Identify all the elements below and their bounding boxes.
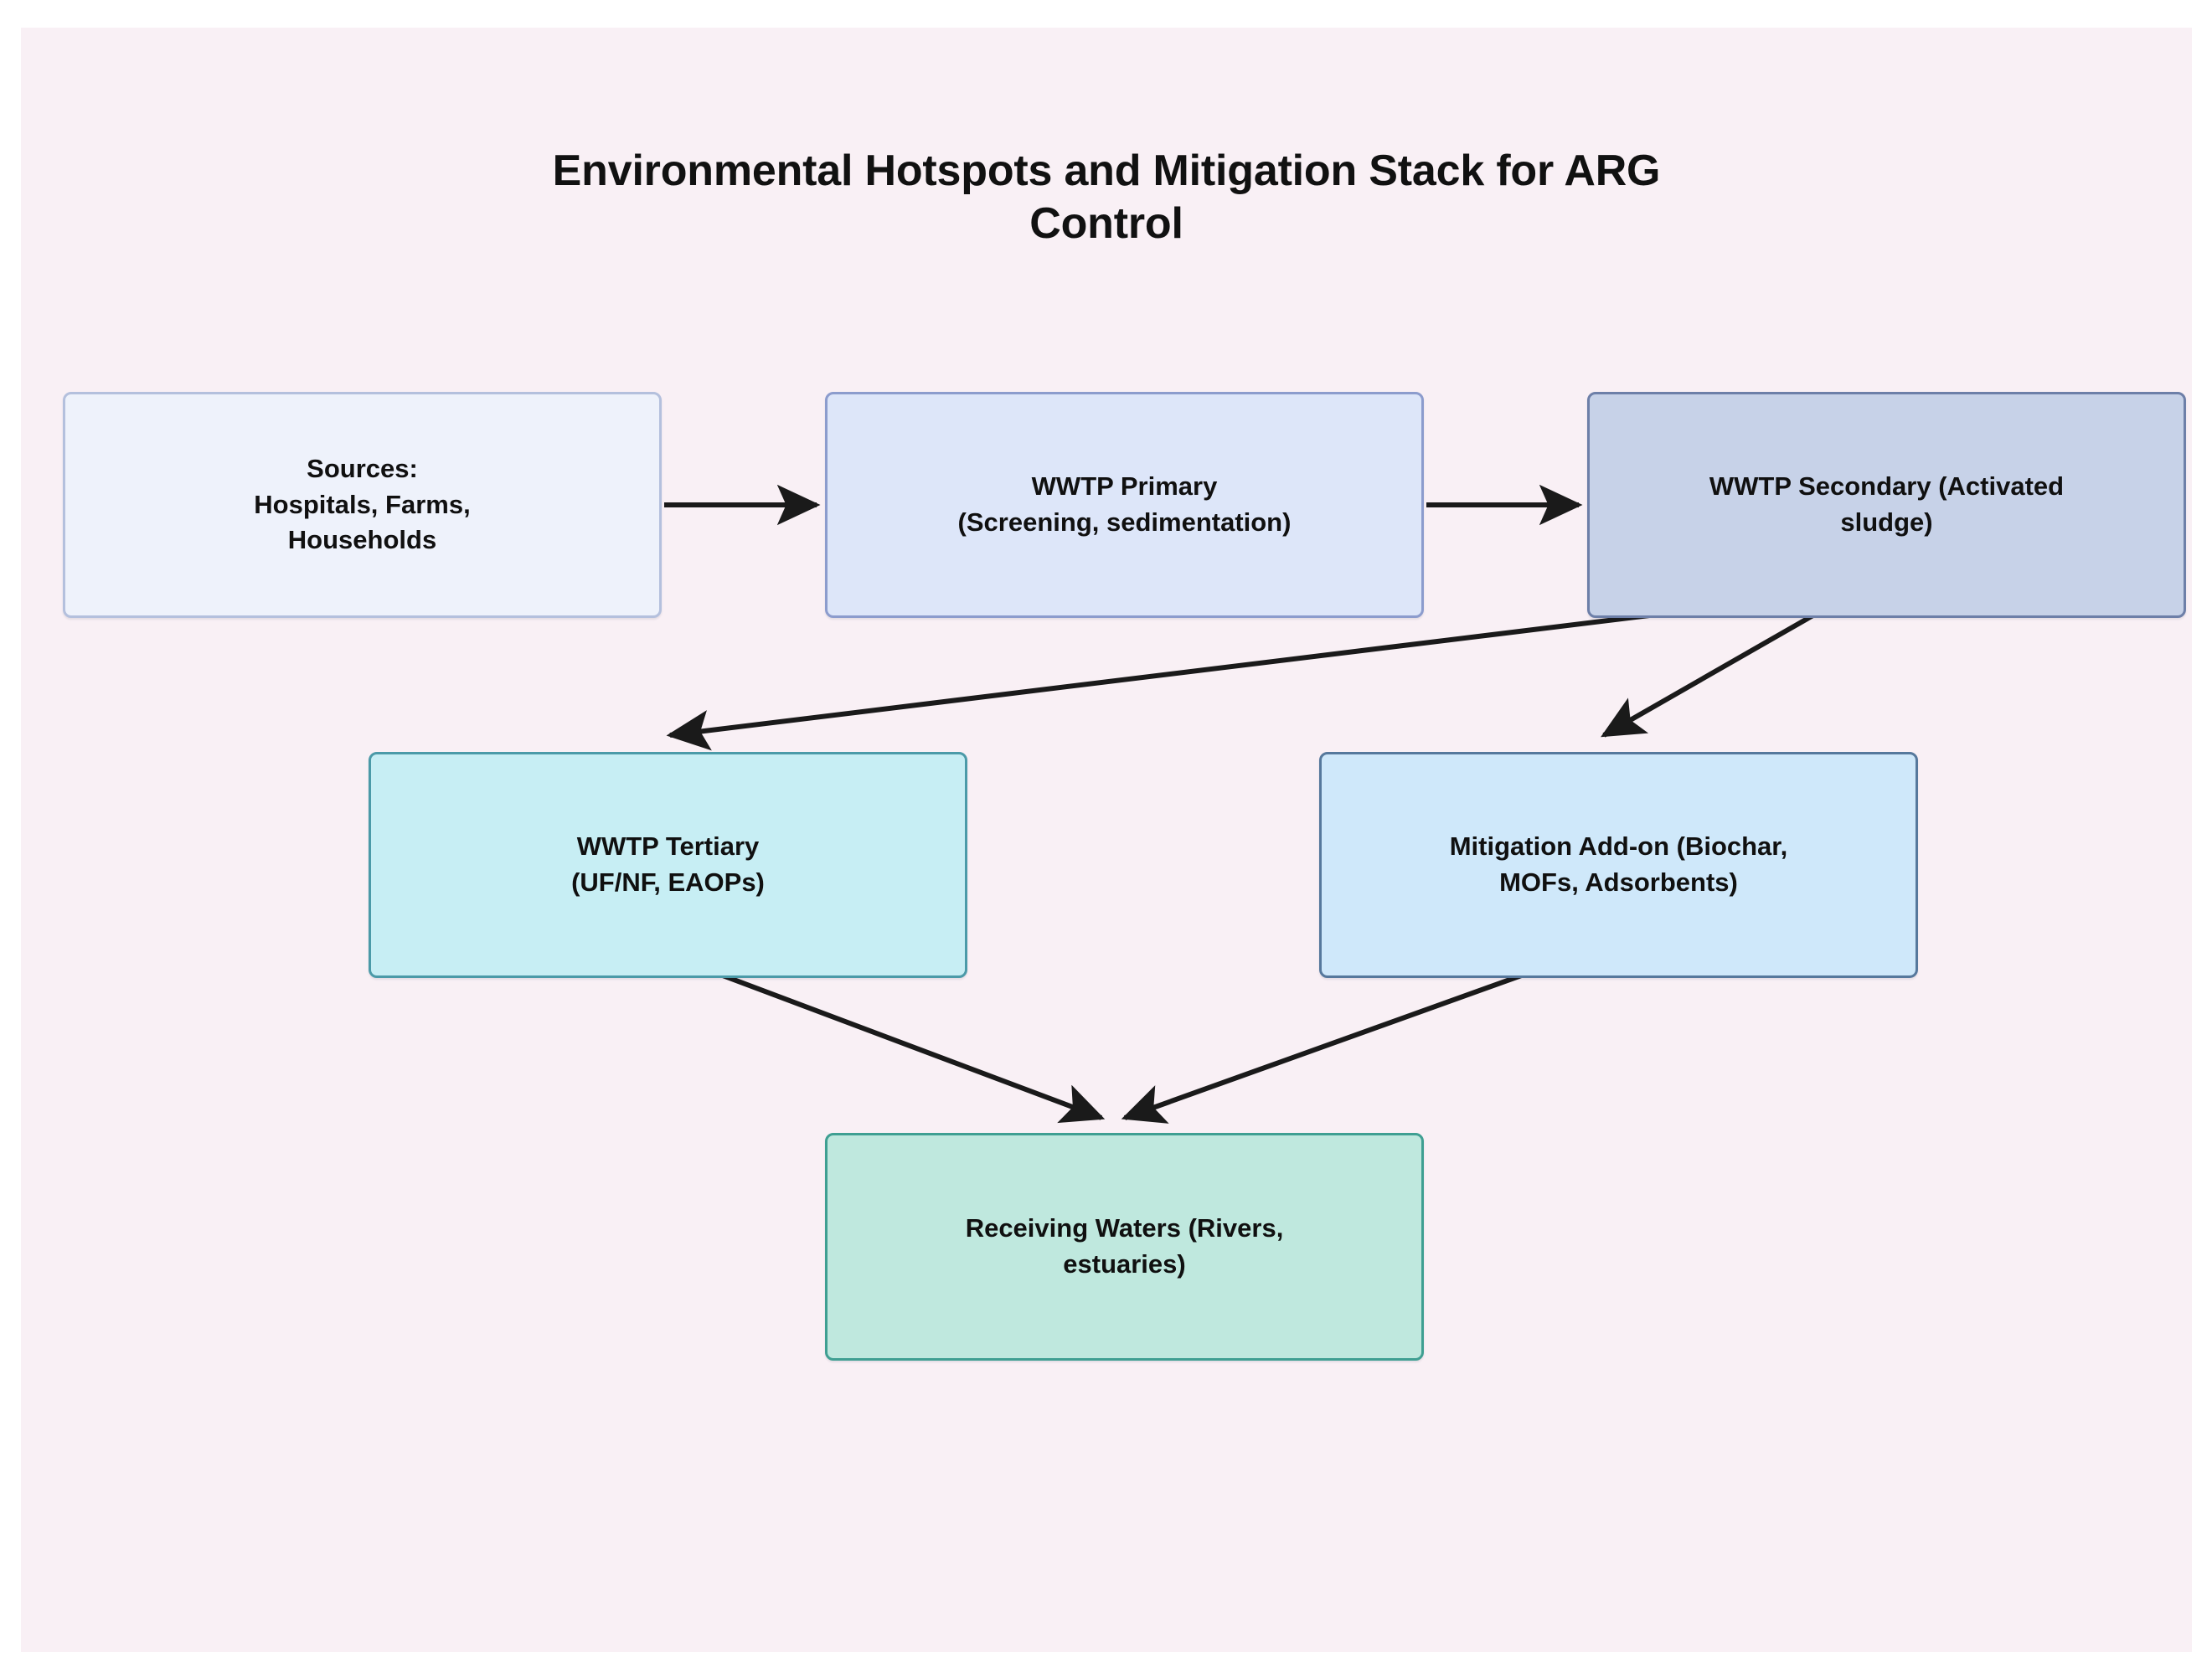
node-receiving-waters-label: Receiving Waters (Rivers, estuaries) <box>965 1213 1284 1279</box>
node-wwtp-primary-label: WWTP Primary (Screening, sedimentation) <box>957 471 1292 537</box>
node-wwtp-secondary[interactable]: WWTP Secondary (Activated sludge) <box>1587 392 2186 618</box>
node-wwtp-secondary-label: WWTP Secondary (Activated sludge) <box>1709 471 2065 537</box>
node-wwtp-primary[interactable]: WWTP Primary (Screening, sedimentation) <box>825 392 1424 618</box>
page-title: Environmental Hotspots and Mitigation St… <box>21 145 2192 251</box>
title-line-2: Control <box>1029 199 1183 249</box>
diagram-canvas: Environmental Hotspots and Mitigation St… <box>21 28 2192 1652</box>
node-sources[interactable]: Sources: Hospitals, Farms, Households <box>63 392 662 618</box>
node-sources-label: Sources: Hospitals, Farms, Households <box>254 453 471 555</box>
node-wwtp-tertiary[interactable]: WWTP Tertiary (UF/NF, EAOPs) <box>369 752 967 978</box>
node-mitigation-addon[interactable]: Mitigation Add-on (Biochar, MOFs, Adsorb… <box>1319 752 1918 978</box>
node-wwtp-tertiary-label: WWTP Tertiary (UF/NF, EAOPs) <box>571 831 765 897</box>
title-line-1: Environmental Hotspots and Mitigation St… <box>552 147 1661 195</box>
node-receiving-waters[interactable]: Receiving Waters (Rivers, estuaries) <box>825 1133 1424 1361</box>
node-mitigation-addon-label: Mitigation Add-on (Biochar, MOFs, Adsorb… <box>1449 831 1788 897</box>
